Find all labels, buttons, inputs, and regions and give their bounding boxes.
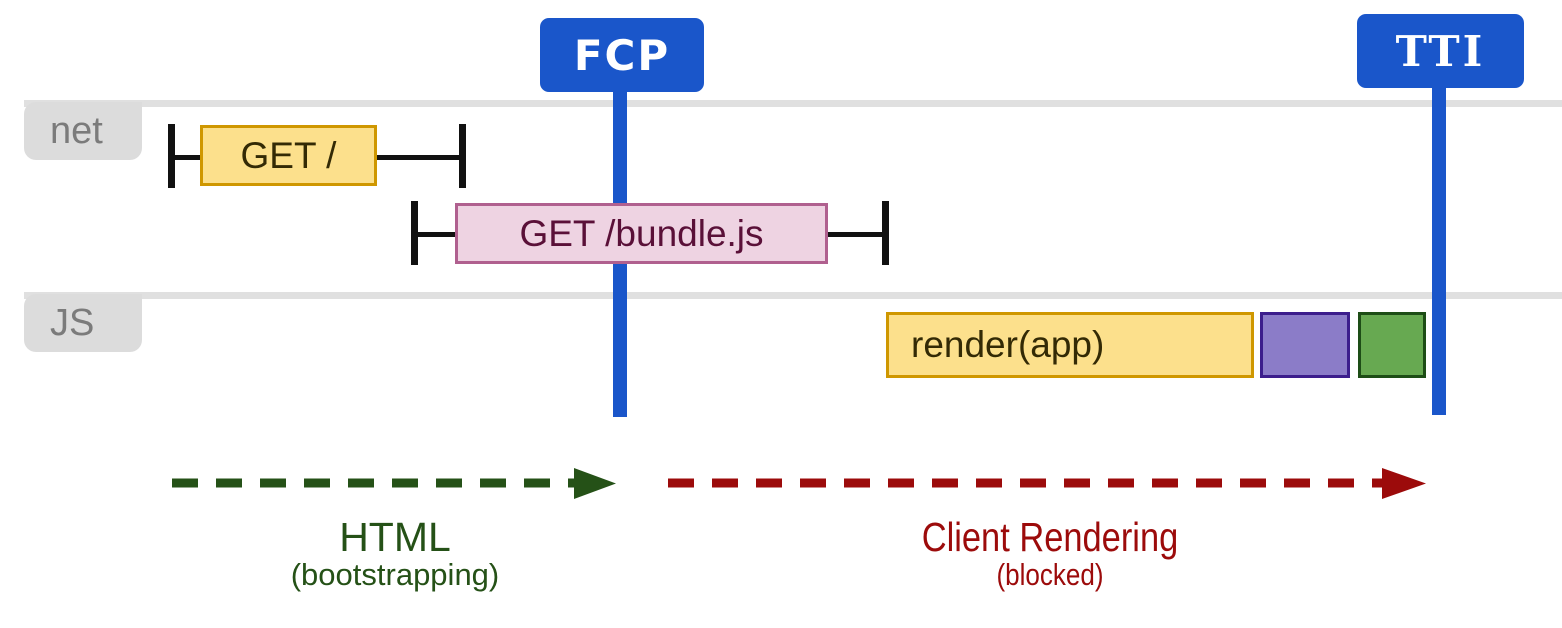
whisker-cap-start-get-bundle [411,201,418,265]
dashed-arrow-right-icon [172,468,616,499]
marker-badge-tti: TTI [1357,14,1524,88]
annotation-html-subtitle: (bootstrapping) [290,557,500,593]
lane-rule-js [24,292,1562,299]
lane-label-js: JS [50,301,95,344]
request-bar-get-bundle: GET /bundle.js [455,203,828,264]
annotation-client-rendering-text: Client Rendering (blocked) [722,514,1377,593]
request-label-get-bundle: GET /bundle.js [519,212,764,254]
js-task-purple [1260,312,1350,378]
js-task-render-app: render(app) [886,312,1254,378]
annotation-client-rendering-phase: Client Rendering (blocked) [660,466,1440,592]
marker-line-tti [1432,85,1446,415]
request-label-get-root: GET / [240,134,337,176]
request-bar-get-root: GET / [200,125,377,186]
js-task-green [1358,312,1426,378]
annotation-html-phase: HTML (bootstrapping) [160,466,630,592]
lane-tab-js: JS [24,294,142,352]
marker-label-fcp: FCP [573,30,671,80]
lane-label-net: net [50,109,103,152]
lane-tab-net: net [24,102,142,160]
annotation-html-text: HTML (bootstrapping) [160,514,630,593]
js-task-label-render-app: render(app) [911,324,1105,365]
whisker-cap-start-get-root [168,124,175,188]
whisker-cap-end-get-root [459,124,466,188]
annotation-html-title: HTML [339,514,451,560]
annotation-client-rendering-subtitle: (blocked) [996,557,1104,593]
lane-rule-net [24,100,1562,107]
whisker-cap-end-get-bundle [882,201,889,265]
marker-badge-fcp: FCP [540,18,704,92]
dashed-arrow-right-icon [668,468,1426,499]
annotation-client-rendering-title: Client Rendering [921,514,1179,560]
marker-label-tti: TTI [1395,26,1486,76]
